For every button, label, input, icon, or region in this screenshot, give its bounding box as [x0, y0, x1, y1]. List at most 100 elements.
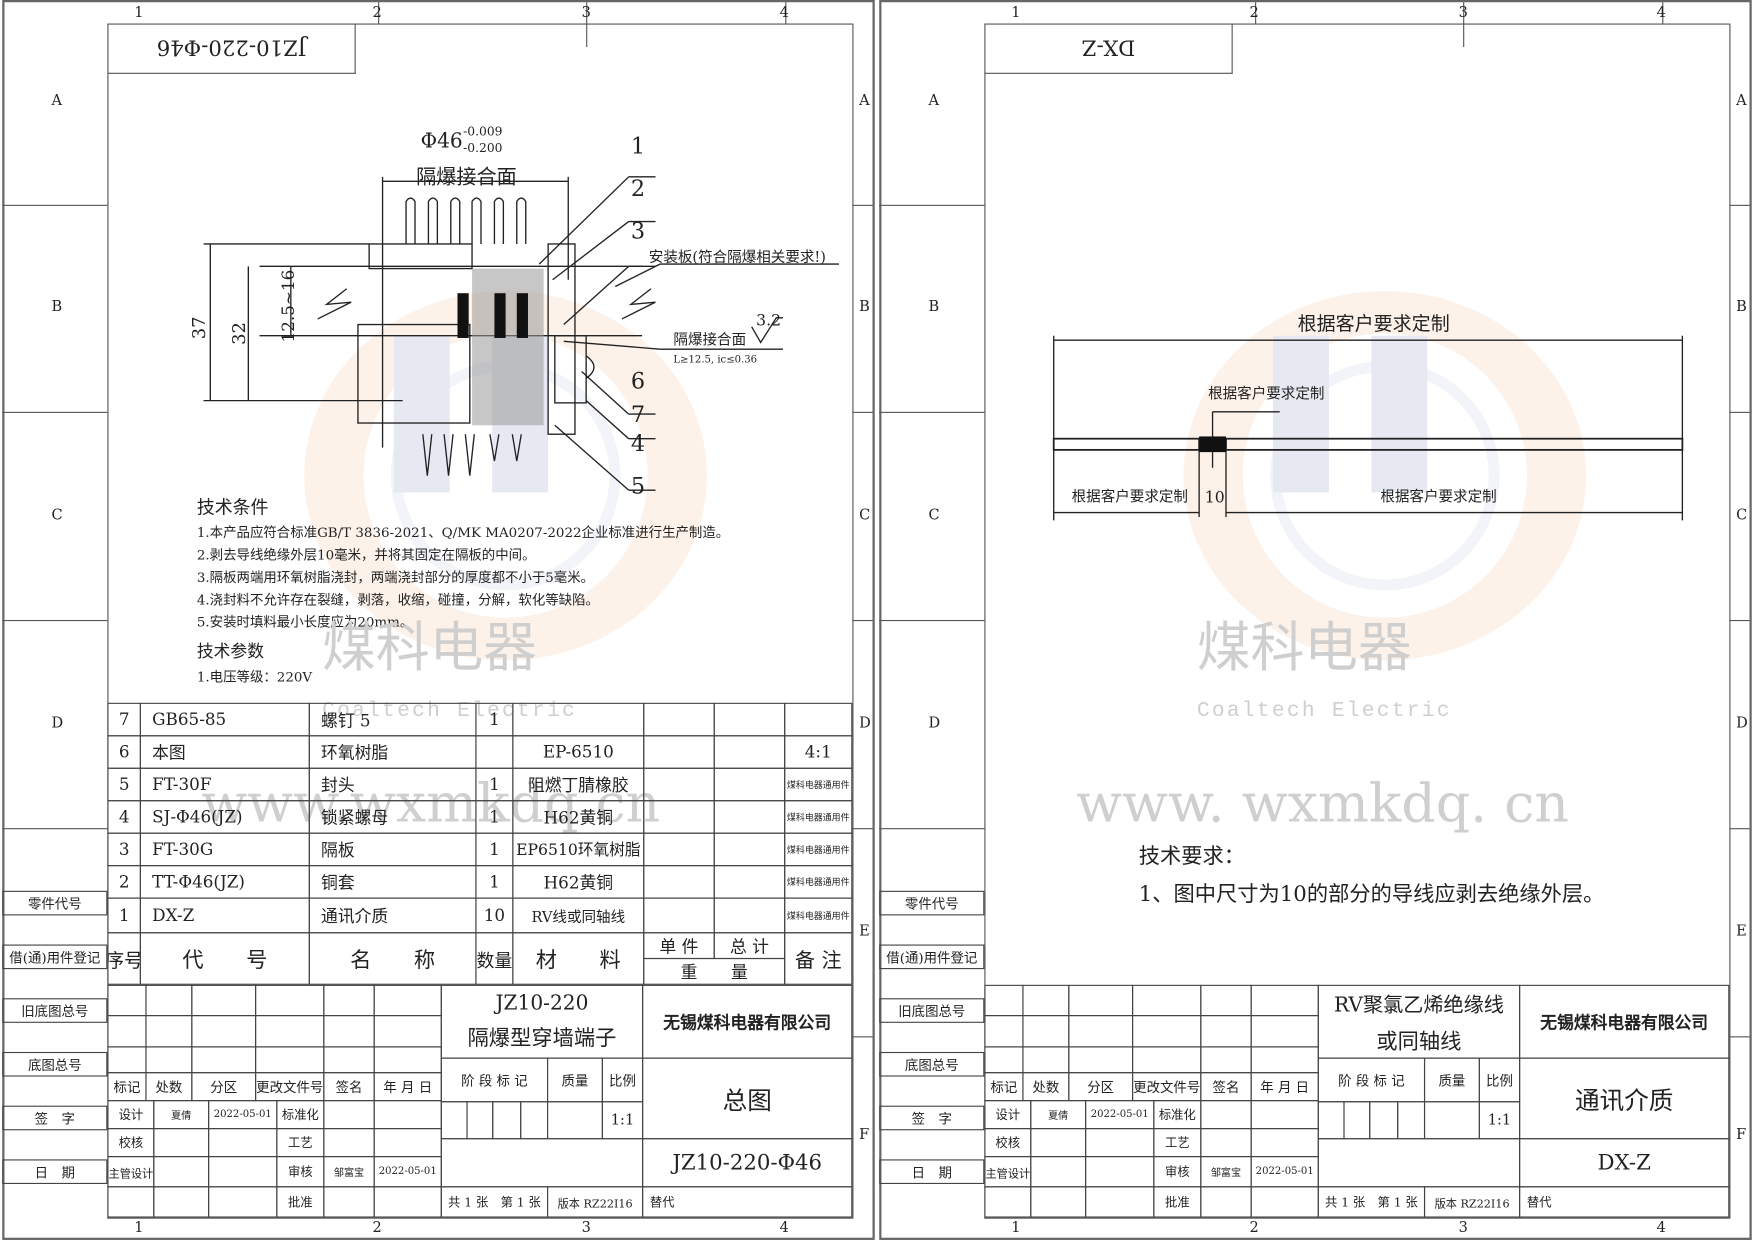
role-design: 设计 [107, 1100, 155, 1130]
bom-row-5-remark: 煤科电器通用件 [784, 767, 853, 802]
bom-row-4-material: H62黄铜 [512, 800, 645, 834]
side-panel: 零件代号 借(通)用件登记 旧底图总号 底图总号 签 字 日 期 [2, 890, 108, 1218]
rev-header-mark-r: 标记 [984, 1072, 1024, 1102]
designer-name: 夏倩 [153, 1100, 210, 1130]
version-label-r: 版本 RZ22I16 [1423, 1186, 1521, 1218]
zone-col-4-r: 4 [1656, 4, 1666, 22]
zone-col-2-r: 2 [1249, 4, 1259, 22]
bom-row-3-qty: 1 [475, 832, 514, 867]
callout-2: 2 [630, 174, 646, 202]
bom-row-7-seq: 7 [107, 702, 141, 737]
roughness-value: 3.2 [756, 312, 782, 331]
corner-code-box-right [984, 23, 1233, 74]
quality-label: 质量 [546, 1057, 603, 1103]
tech-conditions-title: 技术条件 [196, 496, 269, 519]
zone-row-a-r: A [928, 92, 939, 110]
callout-7: 7 [630, 400, 646, 428]
bom-row-3-seq: 3 [107, 832, 141, 867]
rev-header-sign-r: 签名 [1200, 1072, 1252, 1102]
role-design-r: 设计 [984, 1100, 1032, 1130]
replaces-label: 替代 [642, 1186, 853, 1218]
tech-condition-5: 5.安装时填料最小长度应为20mm。 [196, 614, 414, 631]
overall-length-label: 根据客户要求定制 [1297, 313, 1450, 336]
product-name: 隔爆型穿墙端子 [467, 1026, 617, 1051]
designer-date: 2022-05-01 [208, 1100, 278, 1130]
drawing-name: 总图 [642, 1057, 853, 1140]
dim-plate-thickness: 12.5~16 [278, 269, 299, 343]
bom-row-7-material [512, 702, 645, 737]
side-label-part-code: 零件代号 [2, 890, 108, 916]
dim-tol-lower: -0.200 [463, 141, 503, 156]
role-process: 工艺 [276, 1128, 325, 1158]
zone-col-3-bottom: 3 [581, 1219, 591, 1237]
bom-row-2-remark: 煤科电器通用件 [784, 865, 853, 899]
sheet-count-r: 共 1 张 第 1 张 [1317, 1186, 1426, 1218]
zone-row-e-r2: E [1736, 923, 1747, 941]
role-review: 审核 [276, 1156, 325, 1188]
dim-diameter: Φ46 [420, 129, 463, 154]
scale-value: 1:1 [601, 1101, 644, 1140]
dim-tol-upper: -0.009 [463, 124, 503, 139]
bom-row-5-material: 阻燃丁腈橡胶 [512, 767, 645, 802]
callout-3: 3 [630, 217, 646, 244]
bom-row-1-name: 通讯介质 [308, 897, 477, 934]
zone-row-b-r: B [928, 298, 940, 316]
left-length-label: 根据客户要求定制 [1071, 489, 1188, 506]
bom-row-4-seq: 4 [107, 800, 141, 834]
zone-col-3: 3 [581, 4, 591, 22]
sheet-count: 共 1 张 第 1 张 [440, 1186, 549, 1218]
zone-row-a-right: A [859, 92, 870, 110]
bom-row-3-remark: 煤科电器通用件 [784, 832, 853, 867]
bom-row-7-remark [784, 702, 853, 737]
drawing-name-r: 通讯介质 [1519, 1057, 1730, 1140]
scale-label: 比例 [601, 1057, 644, 1103]
role-check: 校核 [107, 1128, 155, 1158]
joint-face-spec: L≥12.5, ic≤0.36 [673, 354, 758, 366]
rev-header-sign: 签名 [323, 1072, 375, 1102]
right-length-label: 根据客户要求定制 [1380, 489, 1497, 506]
approve-date-r: 2022-05-01 [1250, 1156, 1319, 1188]
bom-row-3-code: FT-30G [139, 832, 310, 867]
corner-code: JZ10-220-Φ46 [156, 34, 307, 60]
bom-header-code: 代 号 [139, 932, 310, 985]
bom-row-2-name: 铜套 [308, 865, 477, 899]
bom-row-6-material: EP-6510 [512, 735, 645, 769]
bom-row-7-qty: 1 [475, 702, 514, 737]
tech-condition-4: 4.浇封料不允许存在裂缝，剥落，收缩，碰撞，分解，软化等缺陷。 [196, 592, 599, 608]
tech-condition-1: 1.本产品应符合标准GB/T 3836-2021、Q/MK MA0207-202… [196, 524, 730, 541]
connector-section-drawing [203, 176, 839, 491]
rev-header-doc-no: 更改文件号 [255, 1072, 325, 1102]
zone-row-c-r: C [928, 506, 940, 524]
bom-header-remark: 备 注 [784, 932, 853, 985]
bom-row-2-code: TT-Φ46(JZ) [139, 865, 310, 899]
rev-header-date-r: 年 月 日 [1250, 1072, 1319, 1102]
role-check-r: 校核 [984, 1128, 1032, 1158]
rev-header-count-r: 处数 [1022, 1072, 1070, 1102]
role-review-r: 审核 [1153, 1156, 1202, 1188]
role-approve-r: 批准 [1153, 1186, 1202, 1218]
bom-row-6-qty [475, 735, 514, 769]
side-label-old-base-r: 旧底图总号 [879, 998, 985, 1023]
approve-date: 2022-05-01 [373, 1156, 442, 1188]
zone-col-3-r: 3 [1458, 4, 1468, 22]
bom-row-3-name: 隔板 [308, 832, 477, 867]
wire-drawing [1052, 335, 1684, 521]
zone-row-f-right: F [859, 1126, 870, 1144]
bom-row-4-remark: 煤科电器通用件 [784, 800, 853, 834]
approver-name: 邹富宝 [323, 1156, 375, 1188]
role-supervisor: 主管设计 [107, 1156, 155, 1188]
bom-row-6-code: 本图 [139, 735, 310, 769]
bom-row-2-material: H62黄铜 [512, 865, 645, 899]
tech-requirements-title: 技术要求： [1138, 843, 1246, 869]
zone-row-d-r: D [928, 715, 941, 732]
role-standard-r: 标准化 [1153, 1100, 1202, 1130]
zone-row-d: D [51, 715, 64, 732]
role-supervisor-r: 主管设计 [984, 1156, 1032, 1188]
product-title-box: JZ10-220 隔爆型穿墙端子 [440, 984, 644, 1059]
rev-header-zone: 分区 [191, 1072, 257, 1102]
dim-37: 37 [188, 316, 210, 340]
zone-row-b: B [51, 298, 63, 316]
side-label-signature: 签 字 [2, 1105, 108, 1131]
role-process-r: 工艺 [1153, 1128, 1202, 1158]
mount-plate-note: 安装板(符合隔爆相关要求!) [648, 249, 826, 267]
